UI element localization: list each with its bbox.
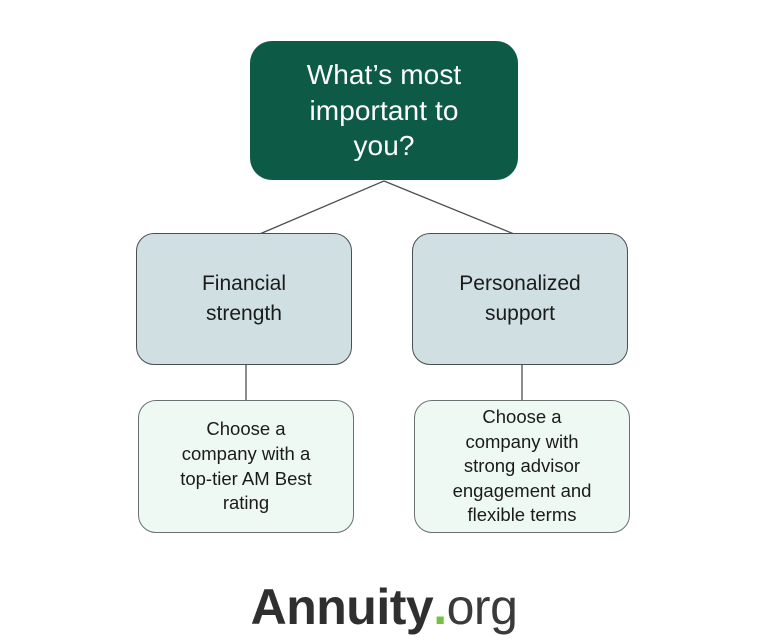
node-recommendation-financial-strength-label: Choose a company with a top-tier AM Best… — [180, 418, 312, 514]
node-option-financial-strength-label: Financial strength — [201, 272, 287, 325]
edge-root-to-financial-strength — [254, 180, 385, 237]
brand-dot-text: . — [433, 579, 447, 635]
node-recommendation-financial-strength[interactable]: Choose a company with a top-tier AM Best… — [138, 400, 354, 533]
node-question-root[interactable]: What’s most important to you? — [250, 41, 518, 180]
node-option-financial-strength[interactable]: Financial strength — [136, 233, 352, 365]
node-recommendation-personalized-support[interactable]: Choose a company with strong advisor eng… — [414, 400, 630, 533]
annuity-org-logo: Annuity.org — [0, 578, 768, 636]
edge-root-to-personalized-support — [383, 180, 520, 237]
node-recommendation-personalized-support-label: Choose a company with strong advisor eng… — [452, 406, 592, 526]
brand-name-text: Annuity — [250, 579, 434, 635]
node-option-personalized-support-label: Personalized support — [459, 272, 581, 325]
node-option-personalized-support[interactable]: Personalized support — [412, 233, 628, 365]
node-question-root-label: What’s most important to you? — [306, 59, 462, 162]
brand-tld-text: org — [446, 579, 518, 635]
